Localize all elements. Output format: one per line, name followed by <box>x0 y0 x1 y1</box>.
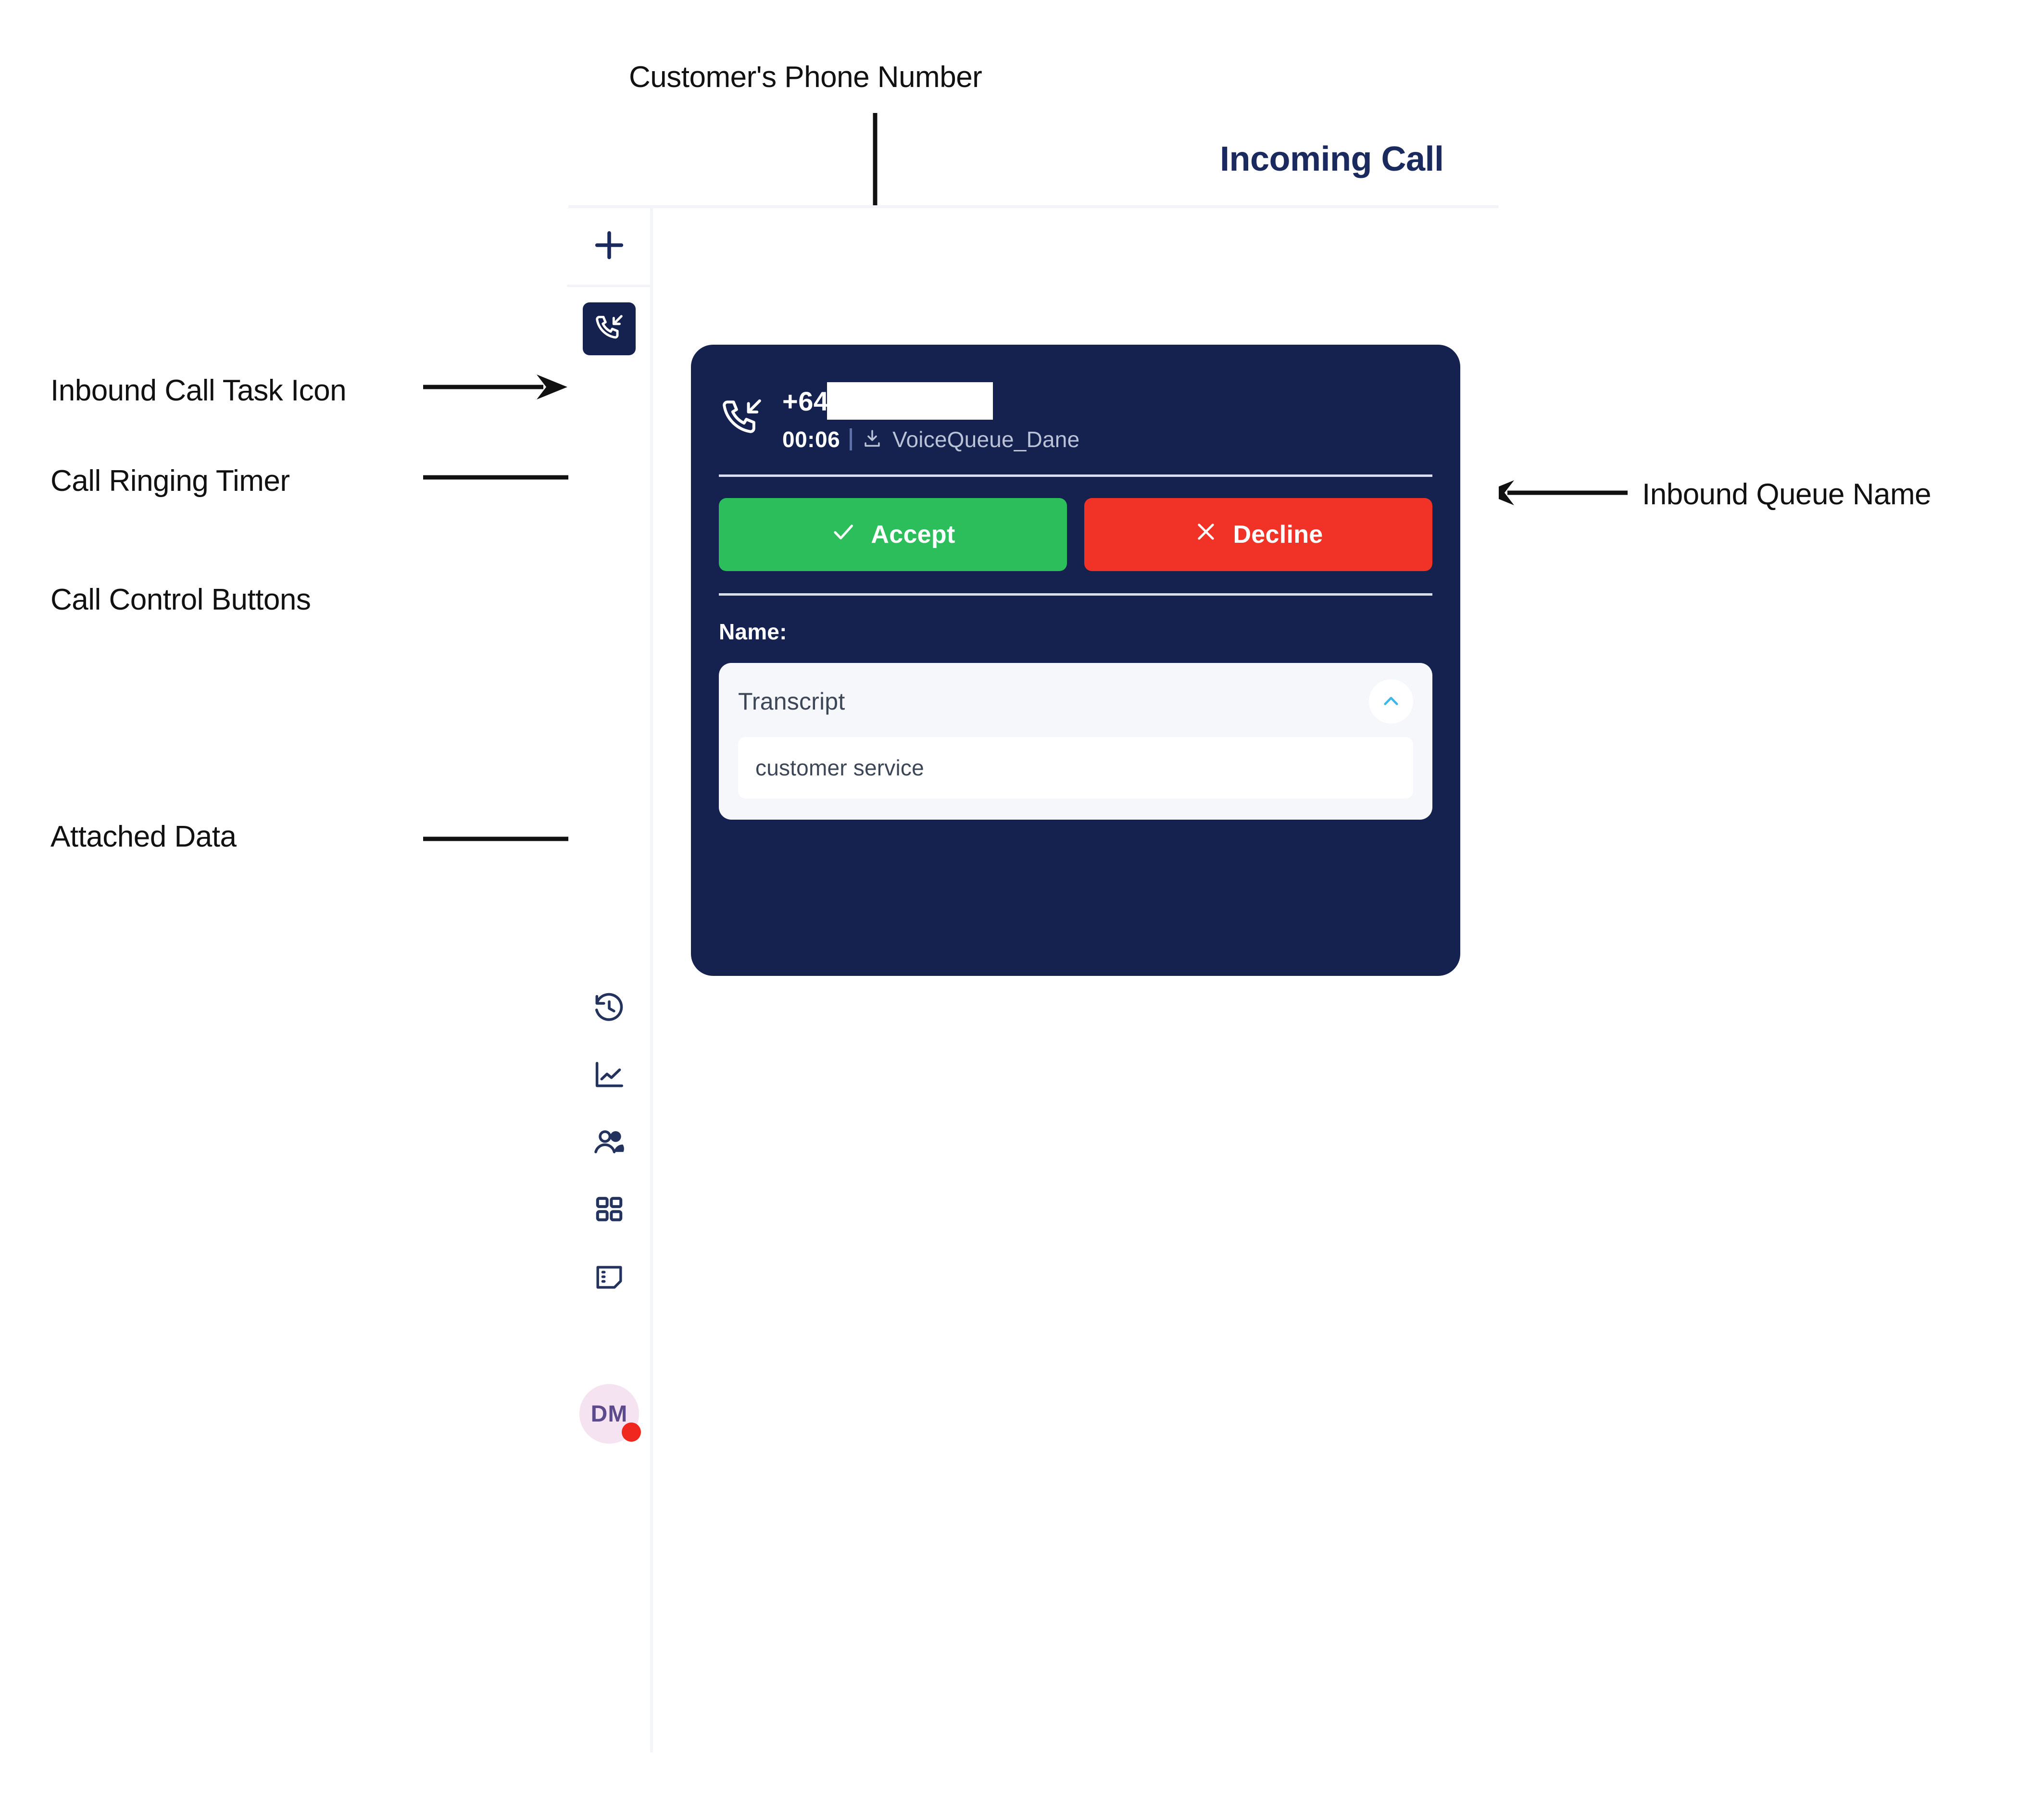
sidebar-rail: DM <box>567 208 653 1752</box>
card-divider-bottom <box>719 593 1432 596</box>
annotation-arrow-left-inbound-queue-name <box>1483 480 1628 505</box>
call-control-buttons: Accept Decline <box>719 498 1432 571</box>
download-inbound-icon <box>862 428 883 451</box>
name-field-label: Name: <box>719 619 787 644</box>
page-title: Incoming Call <box>1220 140 1444 178</box>
annotation-label-call-control-buttons: Call Control Buttons <box>50 583 311 616</box>
add-task-button[interactable] <box>567 208 652 287</box>
accept-button-label: Accept <box>871 521 955 549</box>
annotation-arrow-right-task-icon <box>423 374 567 399</box>
notes-sticky-icon <box>593 1261 626 1296</box>
decline-button[interactable]: Decline <box>1084 498 1432 571</box>
annotation-label-inbound-queue-name: Inbound Queue Name <box>1642 478 1931 511</box>
apps-grid-icon <box>593 1194 625 1228</box>
sidebar-item-contacts[interactable] <box>567 1110 652 1177</box>
analytics-line-chart-icon <box>592 1059 626 1095</box>
annotation-label-customers-phone-number: Customer's Phone Number <box>629 61 982 94</box>
avatar[interactable]: DM <box>579 1384 641 1444</box>
phone-number-text: +64 <box>782 386 829 416</box>
card-divider-top <box>719 474 1432 477</box>
annotation-label-call-ringing-timer: Call Ringing Timer <box>50 464 290 498</box>
x-icon <box>1193 519 1218 550</box>
accept-button[interactable]: Accept <box>719 498 1067 571</box>
avatar-initials: DM <box>579 1384 639 1444</box>
attached-data-value: customer service <box>755 755 924 780</box>
call-card-header-text: +64 00:06 VoiceQueue_Dane <box>782 382 1079 452</box>
attached-data-header: Transcript <box>738 679 1413 724</box>
inbound-call-icon <box>719 395 765 443</box>
sidebar-item-notes[interactable] <box>567 1245 652 1312</box>
meta-separator <box>850 428 853 450</box>
annotation-label-inbound-call-task-icon: Inbound Call Task Icon <box>50 374 347 407</box>
sidebar-item-apps[interactable] <box>567 1177 652 1245</box>
contacts-people-icon <box>592 1126 626 1162</box>
annotation-label-attached-data: Attached Data <box>50 820 237 853</box>
history-icon <box>592 991 626 1027</box>
attached-data-value-box: customer service <box>738 737 1413 798</box>
status-badge <box>622 1422 641 1442</box>
attached-data-panel: Transcript customer service <box>719 663 1432 820</box>
phone-number-redaction-block <box>827 382 993 420</box>
call-meta-row: 00:06 VoiceQueue_Dane <box>782 426 1079 452</box>
inbound-queue-name: VoiceQueue_Dane <box>892 427 1080 452</box>
chevron-up-icon <box>1380 690 1402 713</box>
call-card-header: +64 00:06 VoiceQueue_Dane <box>719 345 1432 452</box>
check-icon <box>830 519 856 551</box>
customer-phone-number: +64 <box>782 382 1079 420</box>
plus-icon <box>591 227 627 266</box>
inbound-call-icon <box>593 312 625 346</box>
sidebar-item-history[interactable] <box>567 975 652 1043</box>
collapse-transcript-button[interactable] <box>1369 679 1413 724</box>
incoming-call-card: +64 00:06 VoiceQueue_Dane <box>691 345 1460 976</box>
decline-button-label: Decline <box>1233 521 1323 549</box>
sidebar-item-inbound-call-task[interactable] <box>583 302 636 355</box>
attached-data-title: Transcript <box>738 688 845 715</box>
sidebar-item-analytics[interactable] <box>567 1043 652 1110</box>
call-ringing-timer: 00:06 <box>782 427 840 452</box>
